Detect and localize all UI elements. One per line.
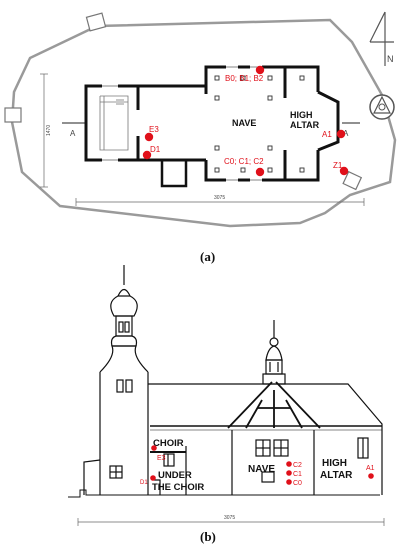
under-choir-label-line1: UNDER bbox=[158, 470, 192, 481]
section-mark-right: A bbox=[343, 129, 349, 138]
sensor-label-b-c2: C2 bbox=[293, 462, 302, 469]
sensor-dot-e3 bbox=[144, 132, 154, 142]
boundary-square-bottom-right bbox=[342, 170, 363, 191]
sensor-label-b-c0: C0 bbox=[293, 480, 302, 487]
under-choir-label-line2: THE CHOIR bbox=[152, 482, 204, 493]
choir-label: CHOIR bbox=[153, 438, 184, 449]
sensor-label-e3: E3 bbox=[149, 125, 159, 134]
sensor-dot-b-d1 bbox=[150, 475, 156, 481]
dim-width-b: 3075 bbox=[224, 515, 235, 521]
high-altar-label-a-line1: HIGH bbox=[290, 110, 313, 120]
sensor-dot-b-c0 bbox=[286, 479, 292, 485]
pillars bbox=[214, 75, 305, 173]
nave-label-b: NAVE bbox=[248, 464, 275, 475]
sensor-label-c-group: C0; C1; C2 bbox=[224, 157, 264, 166]
belfry-circle bbox=[369, 94, 395, 120]
boundary-square-top bbox=[85, 12, 107, 32]
high-altar-label-b-line2: ALTAR bbox=[320, 470, 353, 481]
sensor-label-b-group: B0; B1; B2 bbox=[225, 74, 264, 83]
ground-line bbox=[68, 489, 380, 498]
high-altar-label-a-line2: ALTAR bbox=[290, 120, 320, 130]
nave-label-a: NAVE bbox=[232, 118, 256, 128]
sensor-dot-b-c2 bbox=[286, 461, 292, 467]
caption-a: (a) bbox=[200, 249, 215, 264]
dim-width-a: 3075 bbox=[214, 195, 225, 201]
roof-turret bbox=[262, 320, 286, 385]
sensor-label-z1: Z1 bbox=[333, 161, 343, 170]
site-boundary bbox=[10, 18, 397, 228]
north-letter: N bbox=[387, 54, 394, 64]
sensor-label-a1: A1 bbox=[322, 130, 332, 139]
sensor-dot-b-e3 bbox=[151, 445, 157, 451]
sensor-label-b-d1: D1 bbox=[140, 480, 148, 486]
section-drawing bbox=[68, 265, 383, 498]
sensor-label-b-e3: E3 bbox=[157, 455, 166, 462]
floor-plan: N 1470 3075 A A bbox=[4, 11, 397, 228]
belfry-triangle bbox=[373, 95, 391, 114]
sensor-label-d1: D1 bbox=[150, 145, 161, 154]
sensor-dot-c-group bbox=[255, 167, 265, 177]
bell-tower bbox=[83, 265, 149, 495]
boundary-square-left bbox=[4, 107, 22, 123]
sensor-dot-a1 bbox=[336, 129, 346, 139]
sensor-dot-z1 bbox=[339, 166, 349, 176]
north-arrow: N bbox=[369, 11, 394, 66]
sensor-dot-b-a1 bbox=[368, 473, 374, 479]
nave-outline bbox=[148, 383, 383, 495]
sensor-dot-b-c1 bbox=[286, 470, 292, 476]
choir-loft-lines bbox=[99, 95, 129, 151]
sensor-label-b-c1: C1 bbox=[293, 471, 302, 478]
dim-height: 1470 bbox=[46, 125, 52, 136]
belfry-center bbox=[378, 103, 386, 111]
sensor-markers-a bbox=[142, 65, 349, 177]
caption-b: (b) bbox=[200, 529, 216, 544]
sensor-dot-d1 bbox=[142, 150, 152, 160]
dim-line-b bbox=[77, 518, 385, 526]
high-altar-label-b-line1: HIGH bbox=[322, 458, 347, 469]
sensor-markers-b bbox=[150, 445, 374, 485]
sensor-dot-b-group bbox=[255, 65, 265, 75]
section-mark-left: A bbox=[70, 129, 76, 138]
porch bbox=[160, 158, 188, 188]
sensor-label-b-a1: A1 bbox=[366, 465, 375, 472]
roof-truss bbox=[227, 381, 321, 429]
